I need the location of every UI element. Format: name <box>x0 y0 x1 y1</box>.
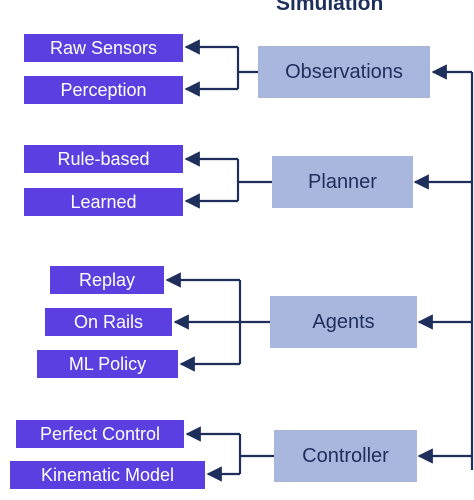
agents-box: Agents <box>270 296 417 348</box>
kinematic-model-box: Kinematic Model <box>10 461 205 489</box>
replay-box: Replay <box>50 266 164 294</box>
on-rails-box: On Rails <box>45 308 172 336</box>
raw-sensors-box: Raw Sensors <box>24 34 183 62</box>
planner-box: Planner <box>272 156 413 208</box>
rule-based-box: Rule-based <box>24 145 183 173</box>
controller-box: Controller <box>274 430 417 482</box>
planner-stem <box>236 159 272 201</box>
observations-stem <box>236 47 258 89</box>
perfect-control-box: Perfect Control <box>16 420 184 448</box>
diagram-title: Simulation <box>276 0 384 15</box>
controller-stem <box>238 434 274 474</box>
learned-box: Learned <box>24 188 183 216</box>
agents-stem <box>238 280 270 364</box>
ml-policy-box: ML Policy <box>37 350 178 378</box>
perception-box: Perception <box>24 76 183 104</box>
observations-box: Observations <box>258 46 430 98</box>
